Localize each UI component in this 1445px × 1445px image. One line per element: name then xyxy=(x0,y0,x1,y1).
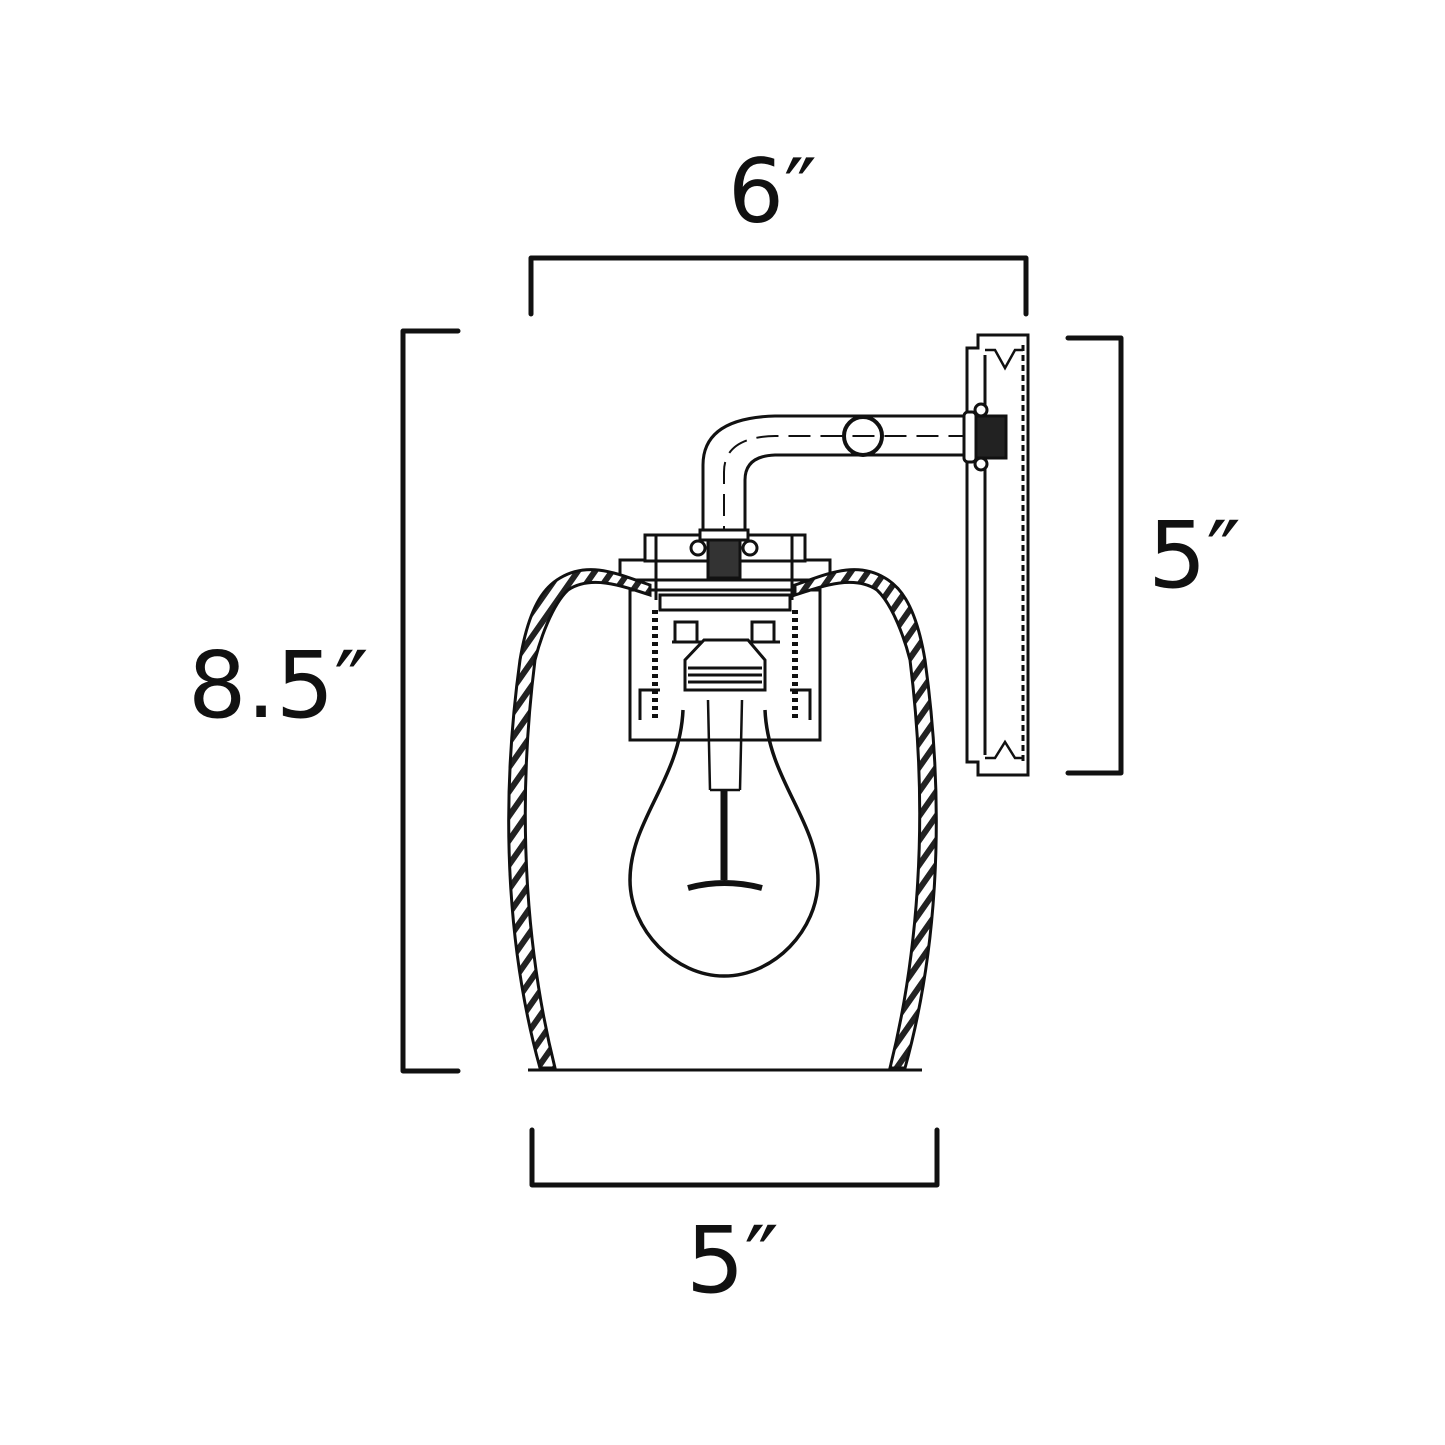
arm-tube xyxy=(701,414,968,580)
dimension-bracket-bottom xyxy=(529,1127,940,1188)
dimension-label-height: 8.5″ xyxy=(188,632,369,739)
dimension-bracket-left xyxy=(400,328,461,1074)
dimension-bracket-right xyxy=(1065,335,1124,776)
dimension-label-shade-width: 5″ xyxy=(686,1207,779,1314)
light-bulb xyxy=(628,638,820,978)
glass-shade xyxy=(507,568,938,1072)
arm-nut xyxy=(962,402,1008,472)
backplate xyxy=(965,333,1030,777)
dimension-label-backplate: 5″ xyxy=(1148,502,1241,609)
dimension-label-width: 6″ xyxy=(728,140,817,243)
fitter-cap xyxy=(618,528,832,600)
dimension-bracket-top xyxy=(528,255,1029,317)
socket-housing xyxy=(628,588,822,742)
